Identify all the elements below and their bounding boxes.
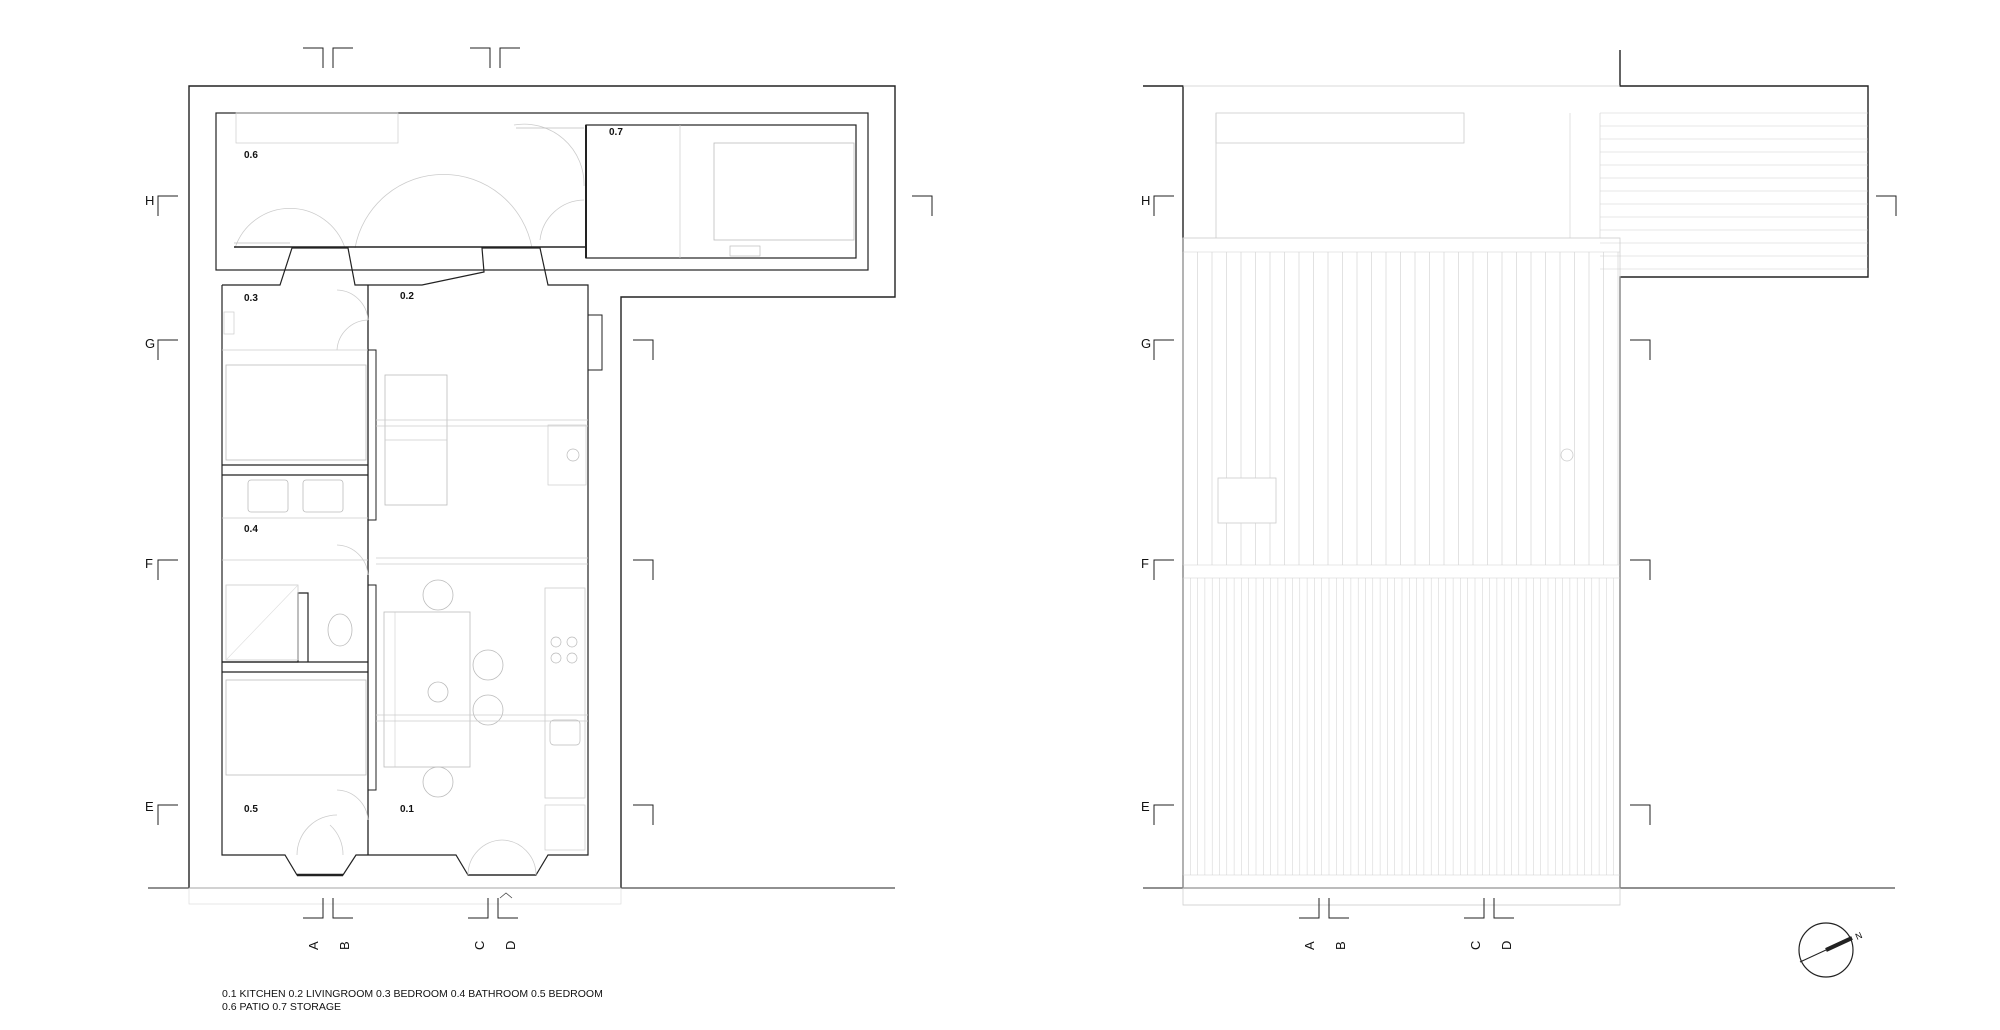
- section-markers: [157, 47, 1897, 919]
- roof-tiles: [1182, 112, 1868, 906]
- grid-column-markers: A B C D A B C D: [306, 941, 1514, 950]
- legend-line-2: 0.6 PATIO 0.7 STORAGE: [222, 1001, 342, 1013]
- roof-grid-col-a: A: [1302, 941, 1317, 950]
- grid-row-f: F: [145, 556, 153, 571]
- grid-col-b: B: [337, 941, 352, 950]
- roof-grid-col-d: D: [1499, 941, 1514, 950]
- legend-line-1: 0.1 KITCHEN 0.2 LIVINGROOM 0.3 BEDROOM 0…: [222, 988, 603, 1000]
- patio-wall: [215, 112, 869, 271]
- roof-grid-row-g: G: [1141, 336, 1151, 351]
- grid-row-markers: H G F E H G F E: [145, 193, 1151, 814]
- roof-grid-row-h: H: [1141, 193, 1150, 208]
- ground-floor-plan: [148, 85, 896, 905]
- room-legend: 0.1 KITCHEN 0.2 LIVINGROOM 0.3 BEDROOM 0…: [222, 988, 603, 1014]
- grid-col-d: D: [503, 941, 518, 950]
- grid-row-h: H: [145, 193, 154, 208]
- room-label-bathroom: 0.4: [244, 524, 258, 535]
- compass-circle: [1798, 922, 1854, 978]
- room-label-bedroom-1: 0.3: [244, 293, 258, 304]
- grid-row-e: E: [145, 799, 154, 814]
- room-label-bedroom-2: 0.5: [244, 804, 258, 815]
- roof-grid-col-b: B: [1333, 941, 1348, 950]
- north-arrow: N: [1798, 922, 1864, 978]
- roof-grid-row-f: F: [1141, 556, 1149, 571]
- grid-col-a: A: [306, 941, 321, 950]
- roof-grid-row-e: E: [1141, 799, 1150, 814]
- roof-grid-col-c: C: [1468, 941, 1483, 950]
- north-label: N: [1854, 930, 1864, 942]
- room-label-patio: 0.6: [244, 150, 258, 161]
- room-label-livingroom: 0.2: [400, 291, 414, 302]
- room-label-storage: 0.7: [609, 127, 623, 138]
- house-outer-wall: [221, 247, 589, 876]
- roof-plan: [1143, 50, 1895, 906]
- site-boundary: [188, 85, 896, 888]
- storage-room-outline: [585, 124, 857, 259]
- room-labels: 0.6 0.7 0.3 0.2 0.4 0.5 0.1: [244, 127, 623, 815]
- grid-col-c: C: [472, 941, 487, 950]
- room-label-kitchen: 0.1: [400, 804, 414, 815]
- grid-row-g: G: [145, 336, 155, 351]
